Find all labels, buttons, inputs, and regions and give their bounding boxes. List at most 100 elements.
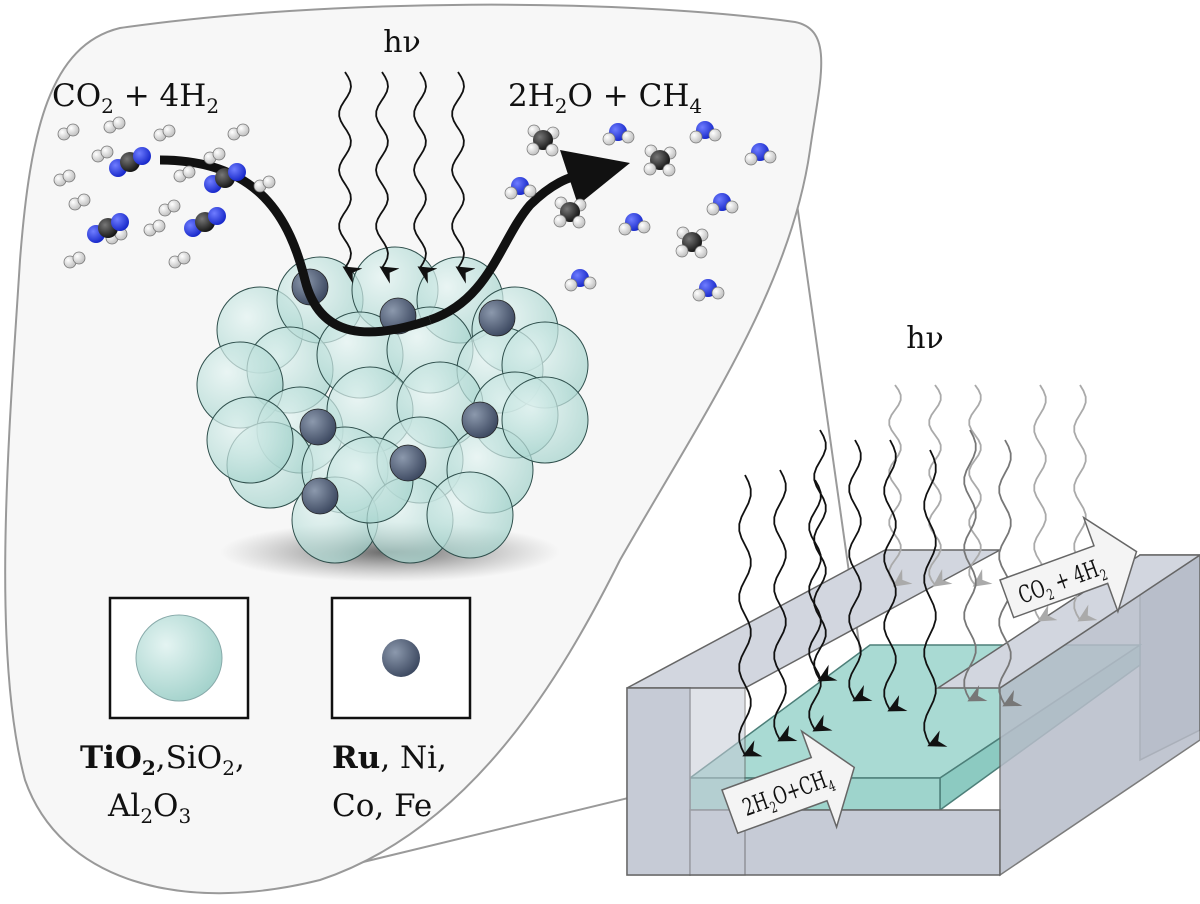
inlet-arrow: CO2 + 4H2: [999, 515, 1138, 619]
hydrogen-molecule: [203, 147, 226, 165]
water-molecule: [744, 143, 777, 166]
hydrogen-atom: [177, 251, 191, 265]
methane-molecule: [526, 124, 560, 157]
water-molecule: [504, 177, 537, 200]
oxygen-atom: [133, 147, 151, 165]
support-particle: [426, 471, 514, 559]
metal-particle: [301, 477, 339, 515]
hydrogen-atom: [72, 251, 86, 265]
photon-wave-arrow: [888, 384, 913, 587]
carbon-atom: [650, 150, 670, 170]
photon-wave-arrow: [338, 71, 363, 284]
hydrogen-atom: [706, 202, 720, 216]
hydrogen-atom: [152, 219, 166, 233]
photon-wave-arrow: [773, 469, 798, 742]
photon-wave-arrow: [413, 71, 438, 284]
photon-label-reactor: hν: [906, 321, 944, 356]
hydrogen-atom: [662, 163, 676, 177]
hydrogen-atom: [583, 276, 597, 290]
support-materials-label: TiO2,SiO2,: [80, 740, 245, 780]
support-particle: [206, 396, 294, 484]
hydrogen-atom: [262, 175, 276, 189]
water-molecule: [692, 279, 725, 302]
carbon-atom: [682, 232, 702, 252]
photon-wave-arrow: [375, 71, 400, 284]
catalyst-particle-cluster: [196, 246, 589, 564]
molecules: [53, 116, 777, 302]
hydrogen-atom: [545, 143, 559, 157]
hydrogen-atom: [621, 130, 635, 144]
hydrogen-atom: [675, 244, 689, 258]
hydrogen-molecule: [143, 219, 166, 237]
photon-waves-bubble: [338, 71, 476, 284]
hydrogen-atom: [162, 124, 176, 138]
hydrogen-atom: [637, 220, 651, 234]
products-label: 2H2O + CH4: [508, 78, 702, 118]
support-particle: [501, 376, 589, 464]
photon-waves-reactor: [738, 384, 1098, 757]
reactor-front-glass: [626, 687, 746, 876]
co2-molecule: [184, 207, 226, 237]
oxygen-atom: [208, 207, 226, 225]
hydrogen-atom: [553, 214, 567, 228]
photon-wave-arrow: [738, 474, 763, 757]
photon-wave-arrow: [968, 384, 993, 587]
hydrogen-atom: [77, 193, 91, 207]
hydrogen-atom: [66, 123, 80, 137]
metal-particle-swatch: [382, 639, 420, 677]
co2-molecule: [87, 213, 129, 243]
reactants-label: CO2 + 4H2: [52, 78, 219, 118]
hydrogen-atom: [572, 215, 586, 229]
water-molecule: [564, 269, 597, 292]
hydrogen-molecule: [68, 193, 91, 211]
hydrogen-molecule: [91, 145, 114, 163]
support-materials-label-line2: Al2O3: [107, 788, 191, 828]
hydrogen-atom: [602, 132, 616, 146]
hydrogen-atom: [708, 128, 722, 142]
hydrogen-atom: [523, 184, 537, 198]
carbon-atom: [533, 130, 553, 150]
hydrogen-atom: [62, 169, 76, 183]
metal-particle: [478, 299, 516, 337]
hydrogen-molecule: [168, 251, 191, 269]
water-molecule: [706, 193, 739, 216]
hydrogen-atom: [725, 200, 739, 214]
hydrogen-atom: [504, 186, 518, 200]
photon-label-bubble: hν: [383, 25, 421, 60]
photon-wave-arrow: [928, 384, 953, 587]
hydrogen-atom: [236, 123, 250, 137]
co2-molecule: [204, 163, 246, 193]
hydrogen-molecule: [173, 165, 196, 183]
photon-wave-arrow: [883, 439, 908, 712]
carbon-atom: [560, 202, 580, 222]
hydrogen-molecule: [158, 199, 181, 217]
photon-wave-arrow: [998, 439, 1023, 707]
oxygen-atom: [111, 213, 129, 231]
water-molecule: [689, 121, 722, 144]
hydrogen-molecule: [253, 175, 276, 193]
outlet-arrow: 2H2O+CH4: [721, 729, 856, 835]
support-particle-swatch: [135, 614, 223, 702]
methane-molecule: [553, 196, 587, 229]
hydrogen-molecule: [63, 251, 86, 269]
hydrogen-atom: [526, 142, 540, 156]
photon-wave-arrow: [848, 439, 873, 702]
hydrogen-atom: [112, 116, 126, 130]
microreactor: [626, 549, 1200, 877]
water-molecule: [602, 123, 635, 146]
metal-particle: [389, 444, 427, 482]
hydrogen-atom: [618, 222, 632, 236]
co2-molecule: [109, 147, 151, 177]
photon-wave-arrow: [963, 429, 988, 702]
metal-particle: [299, 408, 337, 446]
hydrogen-atom: [692, 288, 706, 302]
hydrogen-atom: [744, 152, 758, 166]
product-arrowhead: [560, 150, 630, 205]
water-molecule: [618, 213, 651, 236]
hydrogen-atom: [167, 199, 181, 213]
photon-wave-arrow: [451, 71, 476, 284]
photon-wave-arrow: [808, 479, 833, 732]
methane-molecule: [675, 226, 709, 259]
